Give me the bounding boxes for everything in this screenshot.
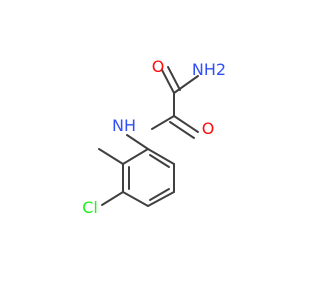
label-cl: Cl (82, 198, 98, 217)
bond-nh-aryl (126, 134, 149, 150)
bond-c-nh2 (173, 75, 199, 94)
label-nh: NH (112, 116, 136, 135)
bond-c-o-mid-2 (169, 121, 195, 139)
bond-ring-3 (122, 191, 149, 207)
bond-ccl (101, 191, 124, 206)
label-o-mid: O (202, 119, 215, 138)
bond-c-o-top-1 (161, 69, 175, 94)
bond-c-nh (151, 115, 175, 130)
atom-labels: NH2 O NH O Cl (82, 57, 226, 217)
label-nh2-text: NH2 (192, 60, 226, 79)
label-cl-text: Cl (82, 198, 98, 217)
bond-ring-1 (122, 148, 149, 165)
bonds (98, 66, 199, 207)
label-o-top: O (152, 57, 165, 76)
bond-methyl (98, 148, 124, 165)
label-o-mid-text: O (202, 119, 215, 138)
label-o-top-text: O (152, 57, 165, 76)
bond-ring-inner-3 (149, 154, 170, 168)
bond-ring-inner-2 (149, 188, 170, 201)
bond-ring-4 (147, 191, 175, 207)
bond-c-o-mid-1 (173, 115, 199, 133)
bond-ring-6 (147, 148, 175, 165)
molecule-structure: NH2 O NH O Cl (82, 57, 226, 217)
label-nh-text: NH (112, 116, 136, 135)
label-nh2: NH2 (192, 60, 226, 79)
molecule-canvas: NH2 O NH O Cl (82, 56, 227, 217)
bond-c-o-top-2 (167, 66, 181, 91)
